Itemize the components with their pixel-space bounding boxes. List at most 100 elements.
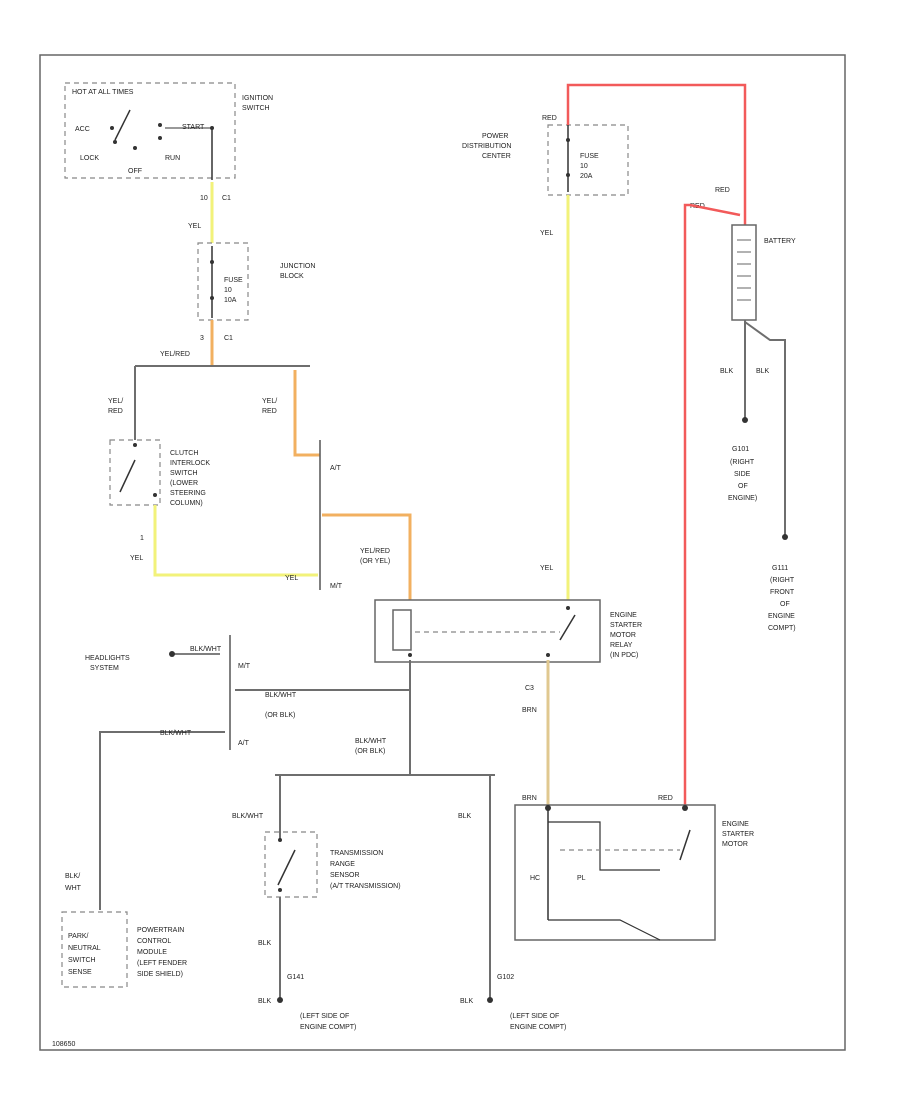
label-junction-block-1: JUNCTION	[280, 263, 315, 270]
trs-terminal-top	[278, 838, 282, 842]
label-mt-1: M/T	[330, 583, 343, 590]
clutch-switch-box	[109, 439, 161, 506]
pdc-terminal-top	[566, 138, 570, 142]
relay-box	[374, 599, 601, 663]
trs-box	[264, 831, 318, 898]
label-blk-wht-or-blk-1-a: BLK/WHT	[265, 692, 297, 699]
starter-internal-pl	[548, 821, 660, 871]
label-headlights-1: HEADLIGHTS	[85, 655, 130, 662]
label-blk-2: BLK	[756, 368, 770, 375]
label-g102: G102	[497, 974, 514, 981]
label-yel-2: YEL	[130, 555, 143, 562]
label-left-engine-1-b: ENGINE COMPT)	[300, 1024, 356, 1031]
label-yelred-or-yel-2: (OR YEL)	[360, 558, 390, 565]
relay-terminal-87	[566, 606, 570, 610]
label-clutch-6: COLUMN)	[170, 500, 203, 507]
label-fuse-10-1: FUSE	[224, 277, 243, 284]
label-relay-3: MOTOR	[610, 632, 636, 639]
label-hc: HC	[530, 875, 540, 882]
starter-b-terminal	[682, 805, 688, 811]
label-yel-red-left-1: YEL/	[108, 398, 123, 405]
wire-yelred-to-relay	[322, 513, 412, 600]
label-g141: G141	[287, 974, 304, 981]
label-off: OFF	[128, 168, 142, 175]
label-yel-3: YEL	[285, 575, 298, 582]
pdc-box	[547, 124, 629, 196]
label-at-2: A/T	[238, 740, 250, 747]
label-g101: G101	[732, 446, 749, 453]
label-blk-wht-4-a: BLK/	[65, 873, 80, 880]
label-starter-2: STARTER	[722, 831, 754, 838]
label-pcm-4: SENSE	[68, 969, 92, 976]
label-yel-4: YEL	[540, 230, 553, 237]
label-pin-1: 1	[140, 535, 144, 542]
junction-terminal-bottom	[210, 296, 214, 300]
label-starter-1: ENGINE	[722, 821, 749, 828]
label-battery: BATTERY	[764, 238, 796, 245]
label-c3: C3	[525, 685, 534, 692]
headlights-terminal	[169, 651, 175, 657]
label-blk-wht-2: BLK/WHT	[160, 730, 192, 737]
label-trs-3: SENSOR	[330, 872, 360, 879]
wire-yel-clutch-to-mt	[153, 505, 318, 577]
label-trs-4: (A/T TRANSMISSION)	[330, 883, 401, 890]
label-blk-wht-4-b: WHT	[65, 885, 82, 892]
starter-contact	[679, 829, 691, 861]
wire-blk-ground-g111	[744, 321, 786, 535]
label-g111-loc-2: FRONT	[770, 589, 795, 596]
junction-terminal-top	[210, 260, 214, 264]
label-start: START	[182, 124, 205, 131]
label-power-dist-3: CENTER	[482, 153, 511, 160]
ground-g102-terminal	[487, 997, 493, 1003]
relay-terminal-30	[546, 653, 550, 657]
label-g101-loc-4: ENGINE)	[728, 495, 757, 502]
label-g111-loc-4: ENGINE	[768, 613, 795, 620]
label-blk-3: BLK	[458, 813, 472, 820]
label-blk-6: BLK	[460, 998, 474, 1005]
wire-blkwht-relay-to-mt	[235, 660, 411, 691]
label-power-dist-2: DISTRIBUTION	[462, 143, 511, 150]
label-pcm-3: SWITCH	[68, 957, 96, 964]
label-pcm-name-5: SIDE SHIELD)	[137, 971, 183, 978]
label-trs-1: TRANSMISSION	[330, 850, 383, 857]
trs-terminal-bottom	[278, 888, 282, 892]
label-brn: BRN	[522, 707, 537, 714]
label-blk-wht-or-blk-2-a: BLK/WHT	[355, 738, 387, 745]
starter-s-terminal	[545, 805, 551, 811]
label-headlights-2: SYSTEM	[90, 665, 119, 672]
label-trs-2: RANGE	[330, 861, 355, 868]
pcm-box	[61, 911, 128, 988]
ground-g141-terminal	[277, 997, 283, 1003]
label-g111-loc-3: OF	[780, 601, 790, 608]
label-g111-loc-1: (RIGHT	[770, 577, 795, 584]
label-clutch-3: SWITCH	[170, 470, 198, 477]
label-ignition-switch-2: SWITCH	[242, 105, 270, 112]
wire-red-battery-to-starter	[683, 203, 741, 805]
label-yel-red-right-1: YEL/	[262, 398, 277, 405]
label-fuse-10-2: 10	[224, 287, 232, 294]
label-clutch-2: INTERLOCK	[170, 460, 210, 467]
label-yel-red-left-2: RED	[108, 408, 123, 415]
label-left-engine-2-a: (LEFT SIDE OF	[510, 1013, 559, 1020]
ignition-run-terminal	[158, 136, 162, 140]
label-pcm-name-4: (LEFT FENDER	[137, 960, 187, 967]
label-yel-5: YEL	[540, 565, 553, 572]
label-brn-2: BRN	[522, 795, 537, 802]
label-g111: G111	[772, 565, 788, 572]
label-relay-5: (IN PDC)	[610, 652, 638, 659]
label-c1-bottom: C1	[224, 335, 233, 342]
label-yel-1: YEL	[188, 223, 201, 230]
label-hot-at-all-times: HOT AT ALL TIMES	[72, 89, 134, 96]
label-blk-4: BLK	[258, 940, 272, 947]
label-g111-loc-5: COMPT)	[768, 625, 796, 632]
label-blk-1: BLK	[720, 368, 734, 375]
relay-contact	[559, 614, 576, 641]
starter-internal-ground	[548, 919, 661, 941]
label-pdc-fuse-3: 20A	[580, 173, 593, 180]
ignition-off-terminal	[133, 146, 137, 150]
label-blk-wht-1: BLK/WHT	[190, 646, 222, 653]
label-fig-code: 108650	[52, 1041, 75, 1048]
clutch-terminal-top	[133, 443, 137, 447]
